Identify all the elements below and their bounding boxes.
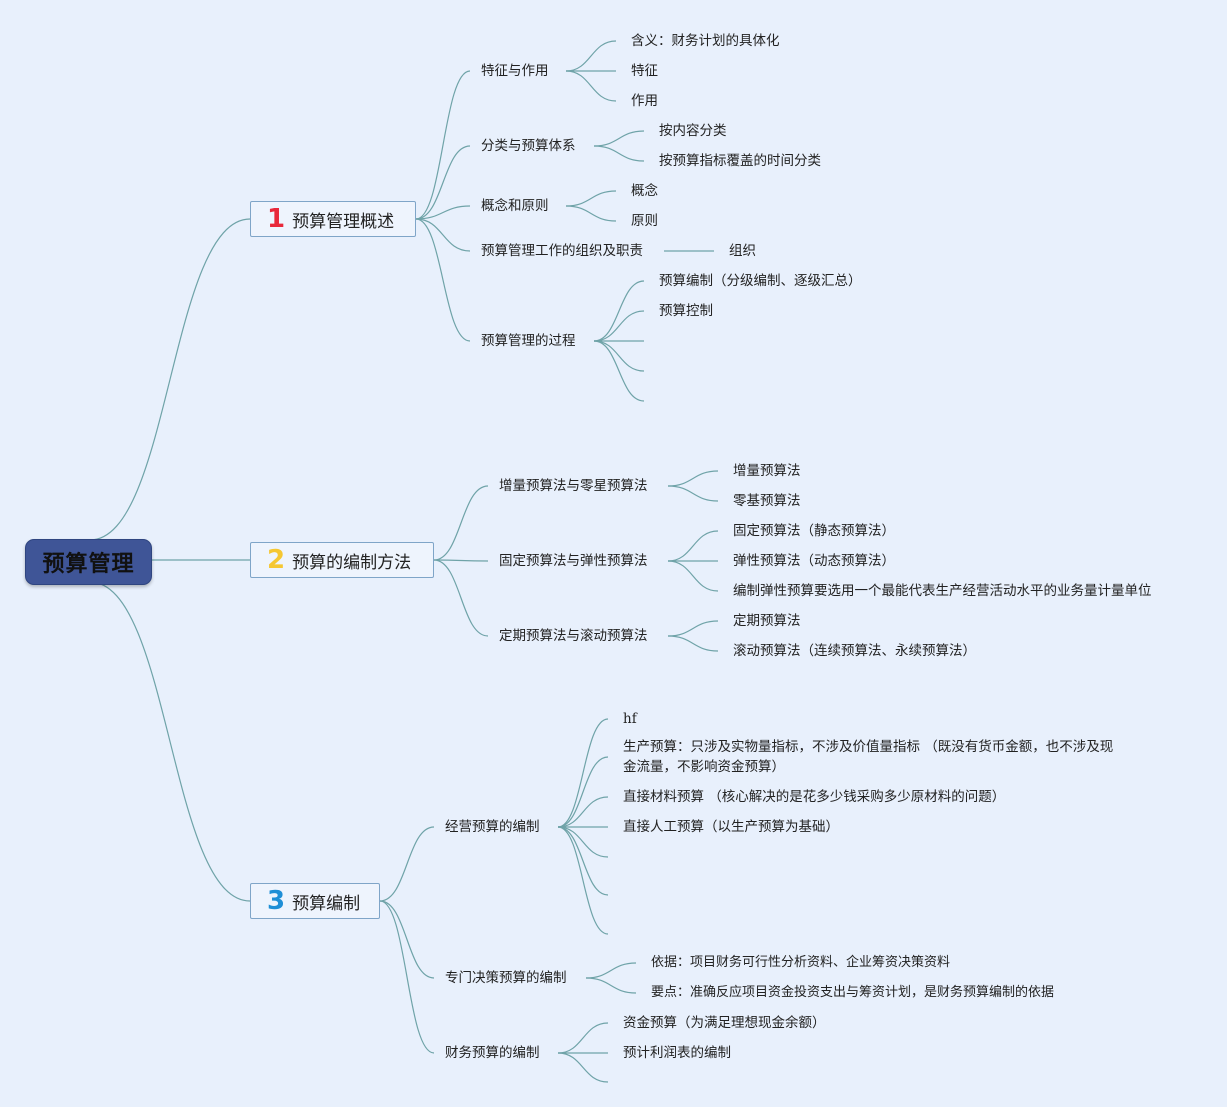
leaf-3-3-2[interactable]: 预计利润表的编制 bbox=[623, 1045, 731, 1061]
leaf-1-4-1[interactable]: 组织 bbox=[729, 243, 756, 259]
leaf-2-1-2[interactable]: 零基预算法 bbox=[733, 493, 801, 509]
leaf-2-2-3[interactable]: 编制弹性预算要选用一个最能代表生产经营活动水平的业务量计量单位 bbox=[733, 583, 1152, 599]
t23-leaf-0 bbox=[667, 620, 719, 637]
t15-leaf-1 bbox=[593, 310, 645, 342]
b1-topic-1 bbox=[415, 145, 471, 220]
topic-1-1[interactable]: 特征与作用 bbox=[481, 63, 549, 79]
leaf-1-5-2[interactable]: 预算控制 bbox=[659, 303, 713, 319]
topic-1-5[interactable]: 预算管理的过程 bbox=[481, 333, 576, 349]
b1-topic-0 bbox=[415, 70, 471, 220]
root-node[interactable]: 预算管理 bbox=[25, 539, 152, 585]
t11-leaf-2 bbox=[565, 70, 617, 102]
t33-leaf-2 bbox=[557, 1052, 609, 1083]
t12-leaf-1 bbox=[593, 145, 645, 162]
topic-3-1[interactable]: 经营预算的编制 bbox=[445, 819, 540, 835]
t31-leaf-5 bbox=[557, 826, 609, 896]
leaf-1-2-1[interactable]: 按内容分类 bbox=[659, 123, 727, 139]
leaf-1-3-1[interactable]: 概念 bbox=[631, 183, 658, 199]
leaf-1-2-2[interactable]: 按预算指标覆盖的时间分类 bbox=[659, 153, 821, 169]
b3-topic-2 bbox=[379, 900, 435, 1054]
branch-number-2: 2 bbox=[267, 545, 286, 575]
b3-topic-0 bbox=[379, 826, 435, 902]
t21-leaf-0 bbox=[667, 470, 719, 487]
b1-topic-3 bbox=[415, 218, 471, 252]
leaf-1-1-2[interactable]: 特征 bbox=[631, 63, 658, 79]
t23-leaf-1 bbox=[667, 635, 719, 652]
topic-1-4[interactable]: 预算管理工作的组织及职责 bbox=[481, 243, 643, 259]
branch-number-1: 1 bbox=[267, 204, 286, 234]
t22-leaf-0 bbox=[667, 530, 719, 562]
branch-node-1[interactable]: 1 预算管理概述 bbox=[250, 201, 416, 237]
leaf-2-3-1[interactable]: 定期预算法 bbox=[733, 613, 801, 629]
leaf-3-1-3[interactable]: 直接材料预算 （核心解决的是花多少钱采购多少原材料的问题） bbox=[623, 789, 1006, 805]
branch-node-3[interactable]: 3 预算编制 bbox=[250, 883, 380, 919]
leaf-3-1-2[interactable]: 生产预算：只涉及实物量指标，不涉及价值量指标 （既没有货币金额，也不涉及现金流量… bbox=[623, 739, 1114, 775]
topic-2-2[interactable]: 固定预算法与弹性预算法 bbox=[499, 553, 648, 569]
t22-leaf-2 bbox=[667, 560, 719, 592]
b1-topic-2 bbox=[415, 205, 471, 220]
leaf-1-1-3[interactable]: 作用 bbox=[631, 93, 658, 109]
t31-leaf-6 bbox=[557, 826, 609, 935]
root-to-branch-1 bbox=[89, 218, 251, 541]
leaf-3-2-1[interactable]: 依据：项目财务可行性分析资料、企业筹资决策资料 bbox=[651, 955, 951, 970]
t32-leaf-1 bbox=[585, 977, 637, 994]
t13-leaf-0 bbox=[565, 190, 617, 207]
t21-leaf-1 bbox=[667, 485, 719, 502]
root-title: 预算管理 bbox=[42, 552, 135, 577]
leaf-3-1-1[interactable]: hf bbox=[623, 711, 637, 727]
leaf-1-5-1[interactable]: 预算编制（分级编制、逐级汇总） bbox=[659, 273, 862, 289]
leaf-2-2-1[interactable]: 固定预算法（静态预算法） bbox=[733, 523, 895, 539]
b2-topic-2 bbox=[433, 559, 489, 637]
branch-node-2[interactable]: 2 预算的编制方法 bbox=[250, 542, 434, 578]
t15-leaf-4 bbox=[593, 340, 645, 402]
leaf-2-1-1[interactable]: 增量预算法 bbox=[733, 463, 801, 479]
leaf-3-3-1[interactable]: 资金预算（为满足理想现金余额） bbox=[623, 1015, 826, 1031]
branch-title-3: 预算编制 bbox=[292, 893, 361, 914]
topic-1-3[interactable]: 概念和原则 bbox=[481, 198, 549, 214]
leaf-3-2-2[interactable]: 要点：准确反应项目资金投资支出与筹资计划，是财务预算编制的依据 bbox=[651, 985, 1055, 1000]
topic-2-1[interactable]: 增量预算法与零星预算法 bbox=[499, 478, 648, 494]
t31-leaf-4 bbox=[557, 826, 609, 858]
t12-leaf-0 bbox=[593, 130, 645, 147]
leaf-2-2-2[interactable]: 弹性预算法（动态预算法） bbox=[733, 553, 895, 569]
leaf-3-1-4[interactable]: 直接人工预算（以生产预算为基础） bbox=[623, 819, 839, 835]
topic-3-2[interactable]: 专门决策预算的编制 bbox=[445, 970, 567, 986]
topic-3-3[interactable]: 财务预算的编制 bbox=[445, 1045, 540, 1061]
t15-leaf-3 bbox=[593, 340, 645, 372]
leaf-1-1-1[interactable]: 含义：财务计划的具体化 bbox=[631, 33, 780, 49]
leaf-2-3-2[interactable]: 滚动预算法（连续预算法、永续预算法） bbox=[733, 643, 976, 659]
t13-leaf-1 bbox=[565, 205, 617, 222]
branch-title-2: 预算的编制方法 bbox=[292, 552, 412, 573]
leaf-1-3-2[interactable]: 原则 bbox=[631, 213, 658, 229]
branch-number-3: 3 bbox=[267, 886, 286, 916]
b2-topic-0 bbox=[433, 485, 489, 561]
t15-leaf-0 bbox=[593, 280, 645, 342]
t33-leaf-0 bbox=[557, 1022, 609, 1054]
t32-leaf-0 bbox=[585, 962, 637, 979]
t31-leaf-0 bbox=[557, 718, 609, 828]
t31-leaf-2 bbox=[557, 796, 609, 828]
t11-leaf-0 bbox=[565, 40, 617, 72]
topic-2-3[interactable]: 定期预算法与滚动预算法 bbox=[499, 628, 648, 644]
t31-leaf-1 bbox=[557, 756, 609, 828]
b3-topic-1 bbox=[379, 900, 435, 979]
branch-title-1: 预算管理概述 bbox=[292, 211, 395, 232]
root-to-branch-3 bbox=[89, 581, 251, 902]
b1-topic-4 bbox=[415, 218, 471, 342]
b2-topic-1 bbox=[433, 559, 489, 562]
topic-1-2[interactable]: 分类与预算体系 bbox=[481, 138, 576, 154]
